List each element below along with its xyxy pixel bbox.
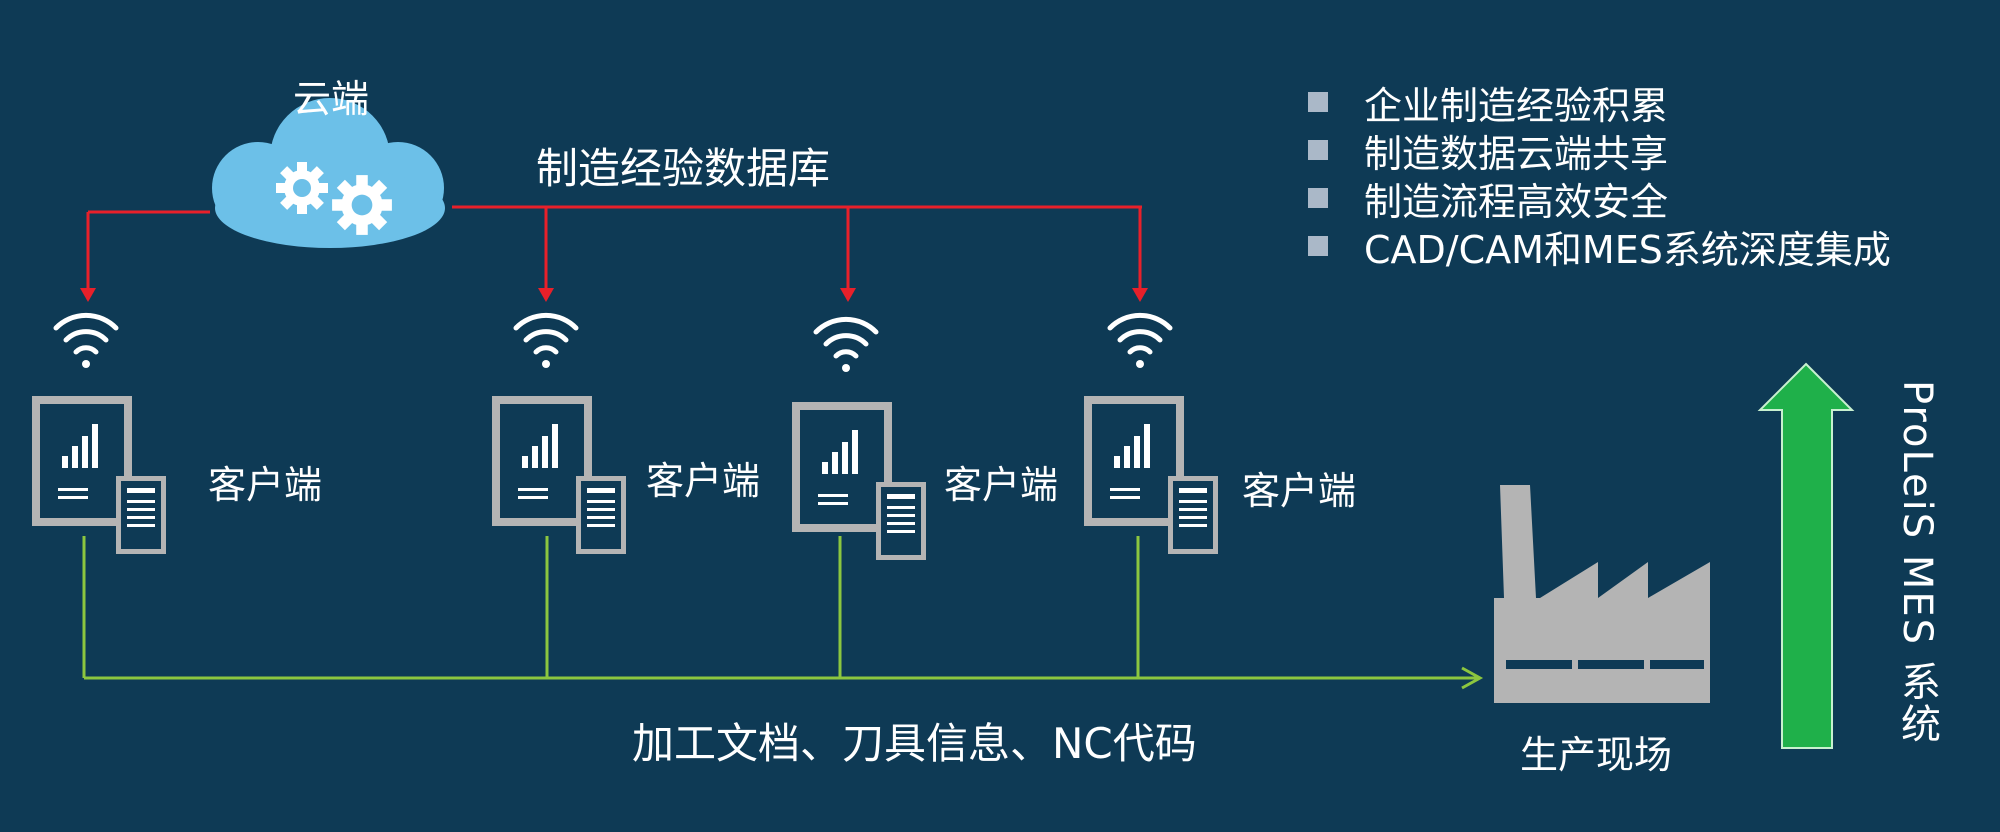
- data-flow-lines: [82, 536, 1484, 690]
- bullet-square-icon: [1308, 92, 1328, 112]
- wifi-icon: [1110, 315, 1170, 368]
- feature-item: 制造数据云端共享: [1308, 126, 1891, 176]
- client-label: 客户端: [208, 463, 323, 507]
- client-device-icon: [792, 402, 926, 560]
- wifi-icon: [816, 319, 876, 372]
- feature-item: 制造流程高效安全: [1308, 174, 1891, 224]
- feature-list: 企业制造经验积累 制造数据云端共享 制造流程高效安全 CAD/CAM和MES系统…: [1308, 78, 1891, 272]
- client-label: 客户端: [646, 459, 761, 503]
- feature-text: 企业制造经验积累: [1364, 83, 1669, 128]
- up-arrow-icon: [1757, 362, 1855, 749]
- cloud-label: 云端: [293, 77, 370, 121]
- client-device-icon: [32, 396, 166, 554]
- feature-item: CAD/CAM和MES系统深度集成: [1308, 222, 1891, 272]
- system-title: ProLeiS MES 系统: [1894, 380, 1940, 745]
- data-flow-label: 加工文档、刀具信息、NC代码: [632, 719, 1197, 768]
- client-label: 客户端: [1242, 469, 1357, 513]
- cloud-gears-icon: [212, 98, 445, 248]
- wifi-icon: [56, 315, 116, 368]
- feature-item: 企业制造经验积累: [1308, 78, 1891, 128]
- bullet-square-icon: [1308, 236, 1328, 256]
- database-arrowheads: [80, 288, 1148, 302]
- client-label: 客户端: [944, 463, 1059, 507]
- client-device-icon: [492, 396, 626, 554]
- feature-text: 制造流程高效安全: [1364, 179, 1669, 224]
- bullet-square-icon: [1308, 140, 1328, 160]
- database-lines: [86, 205, 1142, 292]
- feature-text: 制造数据云端共享: [1364, 131, 1669, 176]
- database-label: 制造经验数据库: [536, 144, 831, 193]
- feature-text: CAD/CAM和MES系统深度集成: [1364, 227, 1891, 272]
- bullet-square-icon: [1308, 188, 1328, 208]
- factory-icon: [1494, 485, 1710, 703]
- client-device-icon: [1084, 396, 1218, 554]
- wifi-icon: [516, 315, 576, 368]
- factory-label: 生产现场: [1520, 733, 1673, 777]
